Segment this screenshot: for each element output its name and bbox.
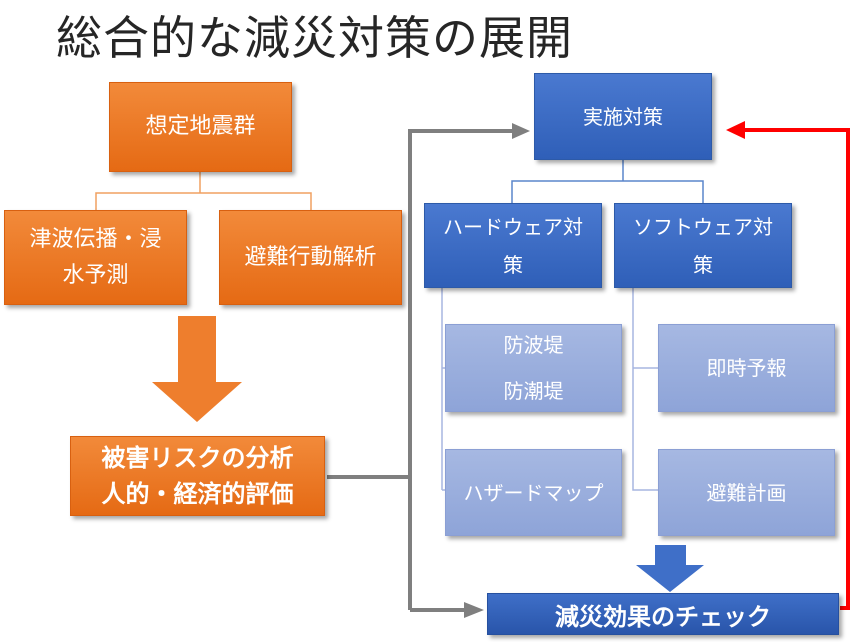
evacuation-analysis-box: 避難行動解析 (219, 210, 402, 305)
software-measures-line2: 策 (693, 252, 713, 277)
evacuation-plan-box: 避難計画 (658, 449, 835, 536)
evacuation-plan-label: 避難計画 (706, 480, 787, 505)
seawall-label: 防潮堤 (503, 379, 564, 403)
orange-connector (95, 172, 312, 210)
blue-connector (511, 160, 704, 203)
realtime-forecast-label: 即時予報 (706, 356, 787, 380)
effect-check-label: 減災効果のチェック (555, 602, 771, 631)
realtime-forecast-box: 即時予報 (658, 324, 835, 412)
assumed-earthquakes-box: 想定地震群 (109, 82, 292, 172)
orange-down-arrow (152, 316, 242, 422)
tsunami-prediction-line2: 水予測 (62, 262, 129, 288)
soft-subitem-connector (632, 288, 658, 491)
hardware-measures-line1: ハードウェア対 (443, 214, 583, 239)
evacuation-analysis-label: 避難行動解析 (244, 244, 377, 270)
red-arrowhead (726, 121, 745, 139)
implementation-label: 実施対策 (583, 104, 663, 129)
damage-risk-line1: 被害リスクの分析 (101, 444, 294, 472)
page-title: 総合的な減災対策の展開 (56, 11, 573, 65)
hardware-measures-line2: 策 (503, 252, 523, 277)
hazard-map-label: ハザードマップ (463, 480, 604, 505)
damage-risk-box: 被害リスクの分析 人的・経済的評価 (70, 436, 325, 516)
tsunami-prediction-line1: 津波伝播・浸 (29, 226, 162, 252)
gray-arrowhead (512, 123, 530, 139)
gray-flow-line (408, 129, 512, 610)
damage-risk-line2: 人的・経済的評価 (101, 480, 294, 508)
effect-check-box: 減災効果のチェック (487, 593, 839, 635)
blue-down-arrow (636, 545, 704, 592)
assumed-earthquakes-label: 想定地震群 (145, 114, 256, 139)
software-measures-box: ソフトウェア対 策 (614, 203, 792, 288)
implementation-box: 実施対策 (534, 73, 712, 160)
hardware-measures-box: ハードウェア対 策 (424, 203, 602, 288)
software-measures-line1: ソフトウェア対 (633, 214, 773, 239)
breakwater-box: 防波堤 防潮堤 (445, 324, 622, 412)
red-feedback-line (745, 128, 850, 610)
breakwater-label: 防波堤 (503, 333, 564, 357)
tsunami-prediction-box: 津波伝播・浸 水予測 (4, 210, 187, 305)
hazard-map-box: ハザードマップ (445, 449, 622, 536)
gray-arrowhead (464, 602, 484, 618)
